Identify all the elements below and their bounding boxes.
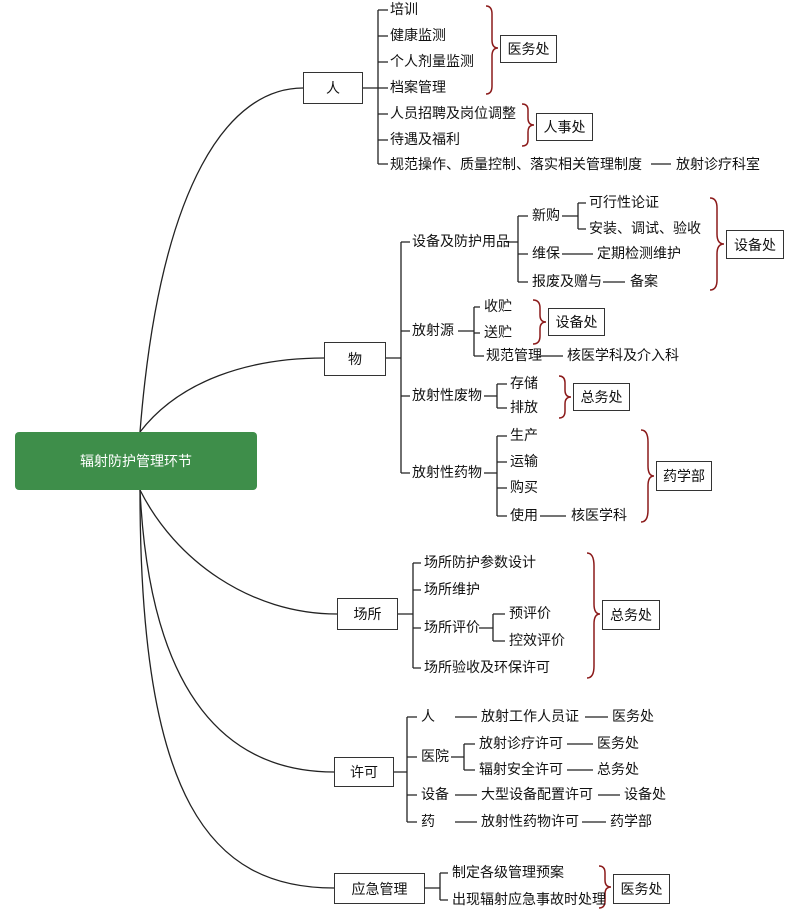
people-item-recruit: 人员招聘及岗位调整	[390, 106, 516, 122]
dept-general-box-2: 总务处	[602, 600, 660, 630]
people-item-training: 培训	[390, 2, 418, 18]
root-link-site	[139, 489, 338, 615]
license-h2: 辐射安全许可	[479, 762, 563, 778]
site-eval: 场所评价	[424, 620, 480, 636]
branch-emergency: 应急管理	[334, 873, 425, 904]
license-h1-dept: 医务处	[597, 736, 639, 752]
drug-use: 使用	[510, 508, 538, 524]
drug-buy: 购买	[510, 480, 538, 496]
source-deliver: 送贮	[484, 325, 512, 341]
site-pre-eval: 预评价	[509, 606, 551, 622]
dept-equip-box-2: 设备处	[548, 308, 605, 336]
root-link-emergency	[139, 489, 335, 889]
root-link-things	[139, 357, 325, 433]
equip-install: 安装、调试、验收	[589, 221, 701, 237]
equip-scrap: 报废及赠与	[532, 274, 602, 290]
source-store: 收贮	[484, 299, 512, 315]
emergency-handle: 出现辐射应急事故时处理	[452, 892, 606, 908]
license-person-dept: 医务处	[612, 709, 654, 725]
site-ctrl-eval: 控效评价	[509, 633, 565, 649]
dept-medical-box-2: 医务处	[613, 874, 670, 904]
things-waste: 放射性废物	[412, 388, 482, 404]
equip-new: 新购	[532, 208, 560, 224]
license-drug-dept: 药学部	[610, 814, 652, 830]
license-person: 人	[421, 709, 435, 725]
people-item-archive: 档案管理	[390, 80, 446, 96]
equip-regular: 定期检测维护	[597, 246, 681, 262]
branch-license: 许可	[334, 757, 394, 787]
drug-use-dept: 核医学科	[571, 508, 627, 524]
license-drug: 药	[421, 814, 435, 830]
license-h1: 放射诊疗许可	[479, 736, 563, 752]
site-design: 场所防护参数设计	[424, 555, 536, 571]
drug-produce: 生产	[510, 428, 538, 444]
license-person-item: 放射工作人员证	[481, 709, 579, 725]
dept-hr-box: 人事处	[536, 113, 593, 141]
source-norm-dept: 核医学科及介入科	[567, 348, 679, 364]
people-item-welfare: 待遇及福利	[390, 132, 460, 148]
branch-things: 物	[324, 342, 386, 376]
license-equip: 设备	[421, 787, 449, 803]
people-item-dose: 个人剂量监测	[390, 54, 474, 70]
branch-people: 人	[303, 72, 363, 104]
root-node: 辐射防护管理环节	[15, 432, 257, 490]
site-maint: 场所维护	[424, 582, 480, 598]
dept-equip-box-1: 设备处	[726, 230, 784, 259]
source-norm: 规范管理	[486, 348, 542, 364]
site-accept: 场所验收及环保许可	[424, 660, 550, 676]
root-link-people	[139, 87, 304, 433]
drug-transport: 运输	[510, 454, 538, 470]
dept-medical-box: 医务处	[500, 35, 557, 63]
people-item-norms: 规范操作、质量控制、落实相关管理制度	[390, 157, 642, 173]
license-drug-item: 放射性药物许可	[481, 814, 579, 830]
things-equip: 设备及防护用品	[412, 234, 510, 250]
waste-emit: 排放	[510, 400, 538, 416]
equip-maint: 维保	[532, 246, 560, 262]
equip-record: 备案	[630, 274, 658, 290]
people-norms-dept: 放射诊疗科室	[676, 157, 760, 173]
dept-pharmacy-box: 药学部	[656, 461, 712, 491]
license-equip-item: 大型设备配置许可	[481, 787, 593, 803]
license-equip-dept: 设备处	[624, 787, 666, 803]
license-h2-dept: 总务处	[597, 762, 639, 778]
equip-feasibility: 可行性论证	[589, 195, 659, 211]
root-link-license	[139, 489, 335, 773]
branch-site: 场所	[337, 598, 398, 630]
license-hospital: 医院	[421, 749, 449, 765]
things-drug: 放射性药物	[412, 465, 482, 481]
emergency-plan: 制定各级管理预案	[452, 865, 564, 881]
waste-store: 存储	[510, 376, 538, 392]
dept-general-box-1: 总务处	[573, 383, 630, 411]
people-item-health: 健康监测	[390, 28, 446, 44]
things-source: 放射源	[412, 323, 454, 339]
